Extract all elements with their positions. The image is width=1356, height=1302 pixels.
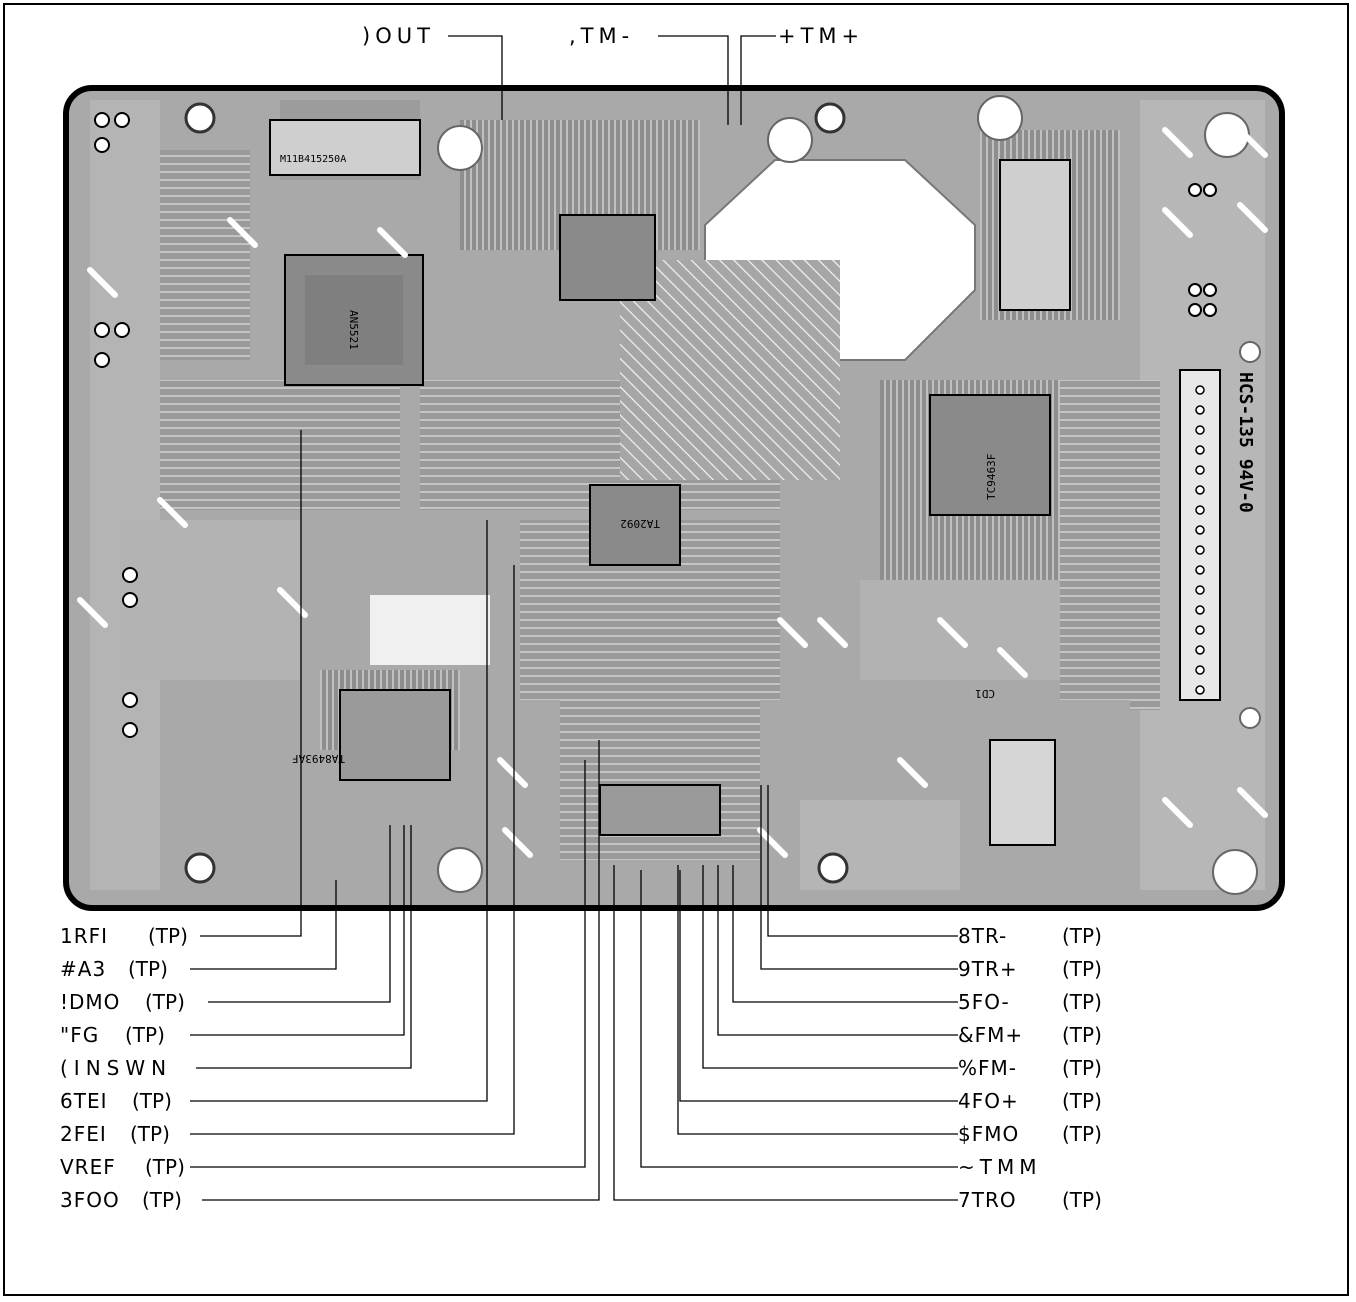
ic-marking: TC9463F — [985, 454, 998, 500]
label-fmo-tp: (TP) — [1062, 1122, 1102, 1146]
leader-right-0 — [767, 785, 958, 937]
leader-left-6 — [190, 565, 515, 1135]
label-rfi-tp: (TP) — [148, 924, 188, 948]
leader-tm-minus — [658, 35, 729, 125]
board-model-marking: HCS-135 94V-0 — [1235, 372, 1256, 513]
leader-right-5 — [679, 870, 958, 1102]
label-fm-plus: &FM+ — [958, 1023, 1024, 1047]
label-foo: 3FOO — [60, 1188, 120, 1212]
leader-left-5 — [190, 520, 488, 1102]
leader-right-2 — [732, 865, 958, 1003]
label-tr-plus-tp: (TP) — [1062, 957, 1102, 981]
label-vref: VREF — [60, 1155, 116, 1179]
leader-left-0 — [200, 430, 302, 937]
label-tei: 6TEI — [60, 1089, 108, 1113]
page-frame — [3, 3, 1349, 1296]
label-fg-tp: (TP) — [125, 1023, 165, 1047]
leader-tm-plus — [740, 35, 776, 125]
ic-marking: M11B415250A — [280, 154, 346, 165]
leader-right-8 — [613, 865, 958, 1201]
label-tr-plus: 9TR+ — [958, 957, 1018, 981]
ic-marking: TA2092 — [620, 517, 660, 530]
leader-right-1 — [760, 785, 958, 970]
leader-out — [448, 35, 503, 120]
label-fm-minus: %FM- — [958, 1056, 1017, 1080]
label-vref-tp: (TP) — [145, 1155, 185, 1179]
ic-marking: TA8493AF — [292, 752, 345, 765]
leader-right-3 — [717, 865, 958, 1036]
label-inswn: (INSWN — [60, 1056, 173, 1080]
leader-right-6 — [677, 865, 958, 1135]
ic-marking: AN5521 — [347, 310, 360, 350]
label-tro-tp: (TP) — [1062, 1188, 1102, 1212]
label-foo-tp: (TP) — [142, 1188, 182, 1212]
label-rfi: 1RFI — [60, 924, 109, 948]
label-fo-plus: 4FO+ — [958, 1089, 1019, 1113]
leader-left-4 — [196, 825, 412, 1069]
leader-right-7 — [640, 870, 958, 1168]
label-dmo-tp: (TP) — [145, 990, 185, 1014]
label-a3-tp: (TP) — [128, 957, 168, 981]
label-tm-plus: +TM+ — [778, 24, 865, 48]
leader-left-2 — [208, 825, 391, 1003]
label-tro: 7TRO — [958, 1188, 1017, 1212]
pcb-board: M11B415250A TA8493AF TA2092 TC9463F AN55… — [63, 85, 1285, 911]
label-tr-minus: 8TR- — [958, 924, 1008, 948]
label-tr-minus-tp: (TP) — [1062, 924, 1102, 948]
leader-left-7 — [190, 760, 586, 1168]
label-fm-plus-tp: (TP) — [1062, 1023, 1102, 1047]
label-tmm: ~TMM — [958, 1155, 1042, 1179]
label-dmo: !DMO — [60, 990, 121, 1014]
label-fei: 2FEI — [60, 1122, 107, 1146]
leader-left-1 — [190, 880, 337, 970]
leader-right-4 — [702, 865, 958, 1069]
label-fmo: $FMO — [958, 1122, 1020, 1146]
label-fm-minus-tp: (TP) — [1062, 1056, 1102, 1080]
label-fo-minus-tp: (TP) — [1062, 990, 1102, 1014]
leader-left-8 — [202, 740, 600, 1201]
label-tm-minus: ,TM- — [569, 24, 635, 48]
label-out: )OUT — [362, 24, 435, 48]
label-fg: "FG — [60, 1023, 100, 1047]
label-tei-tp: (TP) — [132, 1089, 172, 1113]
label-a3: #A3 — [60, 957, 107, 981]
leader-left-3 — [190, 825, 405, 1036]
leader-lines — [190, 35, 958, 1201]
label-fo-minus: 5FO- — [958, 990, 1010, 1014]
connector-marking: CD1 — [975, 687, 995, 700]
label-fo-plus-tp: (TP) — [1062, 1089, 1102, 1113]
label-fei-tp: (TP) — [130, 1122, 170, 1146]
